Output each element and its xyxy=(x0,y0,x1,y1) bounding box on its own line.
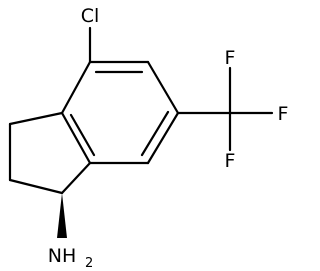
bond-ring-c3a-c4 xyxy=(60,60,92,115)
bond-c3a-c3 xyxy=(8,111,64,126)
bond-ring-c7a-c3a xyxy=(60,111,92,165)
atom-label-nh: NH xyxy=(48,245,77,267)
bond-ring-c6-c7 xyxy=(146,111,180,165)
wedge-bond-c1-n xyxy=(57,193,67,238)
structure-canvas: Cl F F F NH 2 xyxy=(8,5,289,271)
atom-label-nh-subscript: 2 xyxy=(85,256,93,271)
atom-label-f-right: F xyxy=(278,103,289,125)
atom-label-f-top: F xyxy=(225,47,236,69)
bond-c1-c7a xyxy=(60,161,92,195)
bond-inner-c7a-c3a xyxy=(69,113,96,157)
bond-ring-c5-c6 xyxy=(146,60,180,115)
bond-inner-c6-c7 xyxy=(140,110,170,157)
chemical-structure: Cl F F F NH 2 xyxy=(8,5,289,271)
bond-c2-c1 xyxy=(8,178,64,195)
atom-label-cl: Cl xyxy=(81,5,100,27)
atom-label-f-bottom: F xyxy=(225,150,236,172)
